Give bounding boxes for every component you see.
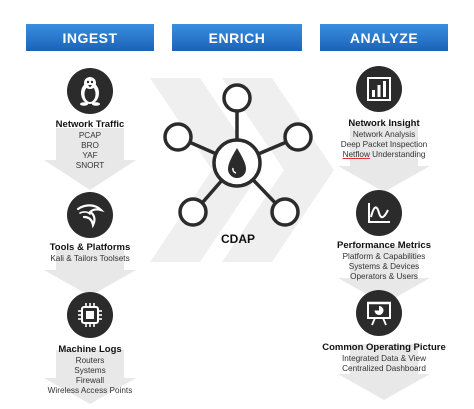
block-line: Systems & Devices xyxy=(348,262,420,271)
block-title: Network Traffic xyxy=(55,119,125,130)
block-line: PCAP xyxy=(78,131,102,140)
hub-node-bottom-right xyxy=(270,197,300,227)
block-title: Performance Metrics xyxy=(337,240,431,251)
cdap-label: CDAP xyxy=(220,232,255,246)
fade-arrow-ingest-3 xyxy=(44,350,136,404)
fade-arrow-analyze-1 xyxy=(338,124,430,192)
block-line: YAF xyxy=(82,151,98,160)
block-line: Centralized Dashboard xyxy=(342,364,426,373)
netflow-term: Netflow xyxy=(342,150,370,159)
bar-chart-icon xyxy=(356,66,402,112)
cpu-chip-icon xyxy=(67,292,113,338)
block-line: Network Analysis xyxy=(352,130,416,139)
hub-node-top xyxy=(222,83,252,113)
block-line: Firewall xyxy=(75,376,105,385)
block-line: Platform & Capabilities xyxy=(342,252,426,261)
presentation-icon xyxy=(356,290,402,336)
analyze-banner: ANALYZE xyxy=(320,24,448,51)
block-line: Deep Packet Inspection xyxy=(340,140,428,149)
chevron-right xyxy=(222,78,334,262)
ingest-banner: INGEST xyxy=(26,24,154,51)
fade-arrow-analyze-2 xyxy=(338,246,430,304)
water-drop-highlight xyxy=(232,167,237,174)
block-title: Common Operating Picture xyxy=(322,342,446,353)
hub-node-left xyxy=(163,122,193,152)
ingest-tools-platforms: Tools & Platforms Kali & Tailors Toolset… xyxy=(20,242,160,264)
analyze-network-insight: Network Insight Network Analysis Deep Pa… xyxy=(310,118,458,160)
block-title: Tools & Platforms xyxy=(49,242,131,253)
fade-arrow-ingest-2 xyxy=(44,250,136,296)
block-line: Routers xyxy=(75,356,105,365)
hub-node-right xyxy=(283,122,313,152)
ingest-network-traffic: Network Traffic PCAP BRO YAF SNORT xyxy=(20,119,160,171)
block-title: Machine Logs xyxy=(58,344,122,355)
hub-node-bottom-left xyxy=(178,197,208,227)
fade-arrow-analyze-3 xyxy=(338,344,430,400)
block-line: Netflow Understanding xyxy=(310,150,458,160)
analyze-common-operating-picture: Common Operating Picture Integrated Data… xyxy=(306,342,462,374)
line-graph-icon xyxy=(356,190,402,236)
block-line: Systems xyxy=(74,366,106,375)
linux-penguin-icon xyxy=(67,68,113,114)
ingest-machine-logs: Machine Logs Routers Systems Firewall Wi… xyxy=(20,344,160,396)
block-line: Operators & Users xyxy=(350,272,418,281)
block-line: SNORT xyxy=(75,161,105,170)
cdap-hub xyxy=(163,83,313,227)
block-title: Network Insight xyxy=(348,118,420,129)
kali-dragon-icon xyxy=(67,192,113,238)
fade-arrows xyxy=(44,124,430,404)
block-line: Kali & Tailors Toolsets xyxy=(50,254,130,263)
analyze-performance-metrics: Performance Metrics Platform & Capabilit… xyxy=(310,240,458,282)
block-line: Wireless Access Points xyxy=(47,386,133,395)
block-line: Integrated Data & View xyxy=(341,354,427,363)
enrich-banner: ENRICH xyxy=(172,24,302,51)
block-line: BRO xyxy=(81,141,99,150)
netflow-rest: Understanding xyxy=(369,150,426,159)
fade-arrow-ingest-1 xyxy=(44,128,136,190)
